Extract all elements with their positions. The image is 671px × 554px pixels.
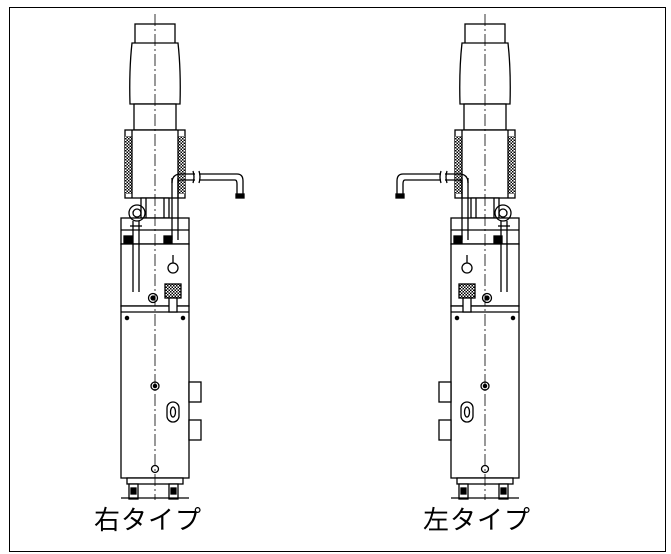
right-type-caption: 右タイプ: [94, 506, 203, 536]
left-type-diagram: [395, 13, 520, 501]
right-type-diagram: [120, 13, 245, 501]
left-type-caption: 左タイプ: [423, 506, 532, 536]
figure-frame: [9, 7, 666, 552]
